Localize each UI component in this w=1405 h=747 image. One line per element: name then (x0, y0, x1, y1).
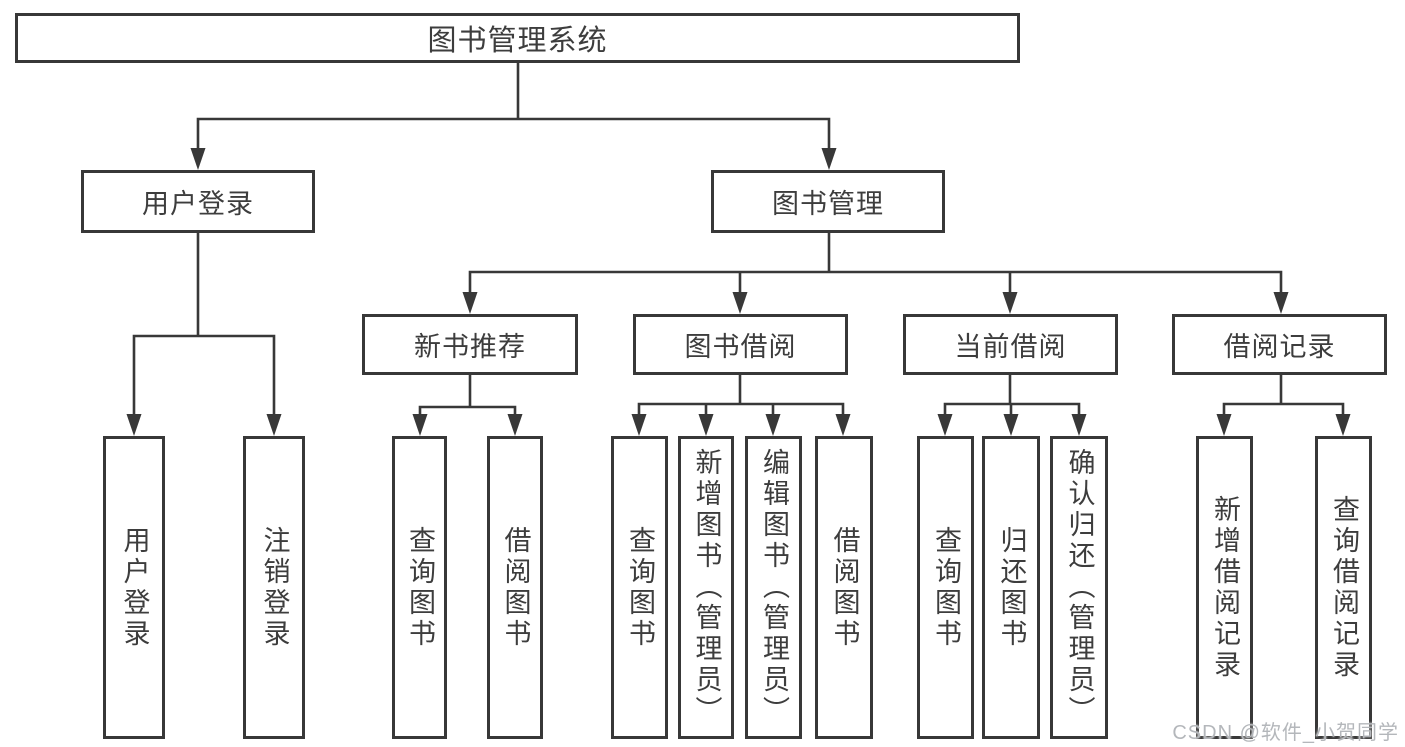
leaf-label: 注销登录 (259, 525, 290, 650)
leaf-user-login: 用户登录 (103, 436, 165, 739)
node-label: 新书推荐 (414, 332, 526, 362)
leaf-label: 查询借阅记录 (1329, 494, 1359, 681)
node-borrow-records: 借阅记录 (1172, 314, 1387, 375)
leaf-logout: 注销登录 (243, 436, 305, 739)
leaf-label: 新增借阅记录 (1210, 494, 1240, 681)
leaf-label: 新增图书（管理员） (691, 448, 722, 727)
leaf-label: 查询图书 (931, 525, 961, 650)
node-book-management-system: 图书管理系统 (15, 13, 1020, 63)
leaf-label: 借阅图书 (500, 525, 531, 650)
leaf-label: 查询图书 (405, 525, 435, 650)
leaf-query-books-recommend: 查询图书 (392, 436, 447, 739)
leaf-confirm-return-admin: 确认归还（管理员） (1050, 436, 1108, 739)
node-label: 用户登录 (142, 189, 254, 219)
node-book-management: 图书管理 (711, 170, 945, 233)
node-current-borrowing: 当前借阅 (903, 314, 1118, 375)
arrowheads (126, 148, 1351, 436)
leaf-borrow-books: 借阅图书 (815, 436, 873, 739)
leaf-label: 用户登录 (119, 525, 150, 650)
leaf-label: 借阅图书 (829, 525, 860, 650)
leaf-label: 查询图书 (625, 525, 655, 650)
node-label: 借阅记录 (1223, 332, 1336, 362)
node-new-book-recommend: 新书推荐 (362, 314, 578, 375)
node-label: 图书借阅 (684, 332, 797, 362)
node-label: 当前借阅 (954, 332, 1067, 362)
leaf-query-books-borrowing: 查询图书 (611, 436, 668, 739)
leaf-label: 归还图书 (996, 525, 1027, 650)
leaf-label: 确认归还（管理员） (1064, 448, 1095, 727)
leaf-add-books-admin: 新增图书（管理员） (678, 436, 734, 739)
node-user-login: 用户登录 (81, 170, 315, 233)
node-label: 图书管理系统 (427, 25, 608, 57)
node-label: 图书管理 (772, 189, 884, 219)
leaf-return-books: 归还图书 (982, 436, 1040, 739)
leaf-label: 编辑图书（管理员） (759, 448, 789, 727)
leaf-query-borrow-record: 查询借阅记录 (1315, 436, 1372, 739)
csdn-watermark: CSDN @软件_小贺同学 (1172, 722, 1399, 744)
leaf-edit-books-admin: 编辑图书（管理员） (745, 436, 802, 739)
leaf-add-borrow-record: 新增借阅记录 (1196, 436, 1253, 739)
leaf-borrow-books-recommend: 借阅图书 (487, 436, 543, 739)
node-book-borrowing: 图书借阅 (633, 314, 848, 375)
leaf-query-books-current: 查询图书 (917, 436, 974, 739)
